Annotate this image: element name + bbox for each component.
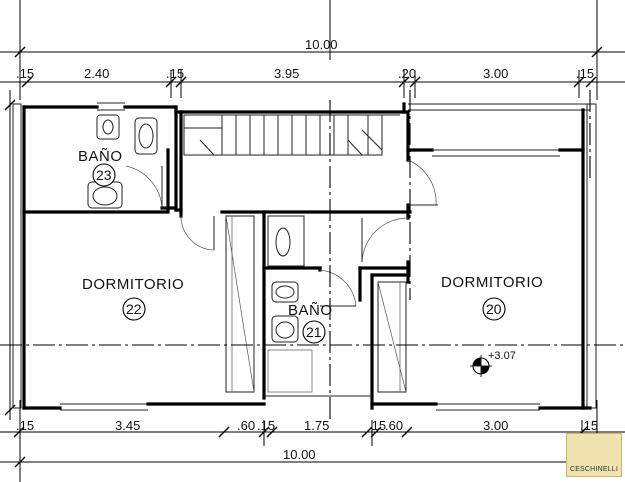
room-number-circle-22 (122, 297, 146, 321)
top-dimension-lines (0, 0, 625, 100)
room-number-circle-21 (302, 320, 326, 344)
room-number-20: 20 (486, 301, 502, 317)
sanitary-fixtures (87, 114, 313, 393)
top-dim-2: 2.40 (84, 66, 109, 81)
level-marker (470, 355, 492, 377)
room-number-circle-23 (92, 163, 116, 187)
top-dim-4: 3.95 (274, 66, 299, 81)
room-name-bano-21: BAÑO (288, 302, 333, 319)
room-number-circle-20 (482, 297, 506, 321)
top-dim-1: .15 (16, 66, 34, 81)
bottom-dim-3: .60 (237, 418, 255, 433)
bottom-dim-4: .15 (257, 418, 275, 433)
level-label: +3.07 (488, 350, 516, 362)
bottom-dimension-lines (0, 400, 625, 482)
bottom-dim-2: 3.45 (115, 418, 140, 433)
room-name-bano-23: BAÑO (78, 148, 123, 165)
bottom-dim-6: .15 (368, 418, 386, 433)
room-name-dormitorio-20: DORMITORIO (441, 274, 543, 291)
bottom-dim-7: .60 (385, 418, 403, 433)
room-name-dormitorio-22: DORMITORIO (82, 276, 184, 293)
top-overall-dimension: 10.00 (305, 37, 338, 52)
bottom-dim-9: .15 (580, 418, 598, 433)
doors (125, 159, 438, 307)
top-dim-7: .15 (576, 66, 594, 81)
top-dim-5: .20 (398, 66, 416, 81)
bottom-dim-8: 3.00 (483, 418, 508, 433)
top-dim-6: 3.00 (483, 66, 508, 81)
room-number-22: 22 (126, 301, 142, 317)
room-number-23: 23 (96, 167, 112, 183)
room-number-21: 21 (306, 324, 322, 340)
logo: CESCHINELLI (566, 433, 622, 477)
axis-lines (0, 90, 625, 420)
bottom-dim-1: .15 (16, 418, 34, 433)
staircase (183, 114, 400, 156)
closets (225, 215, 407, 393)
logo-text: CESCHINELLI (569, 466, 619, 473)
bottom-dim-5: 1.75 (304, 418, 329, 433)
top-dim-3: .15 (166, 66, 184, 81)
bottom-overall-dimension: 10.00 (283, 447, 316, 462)
